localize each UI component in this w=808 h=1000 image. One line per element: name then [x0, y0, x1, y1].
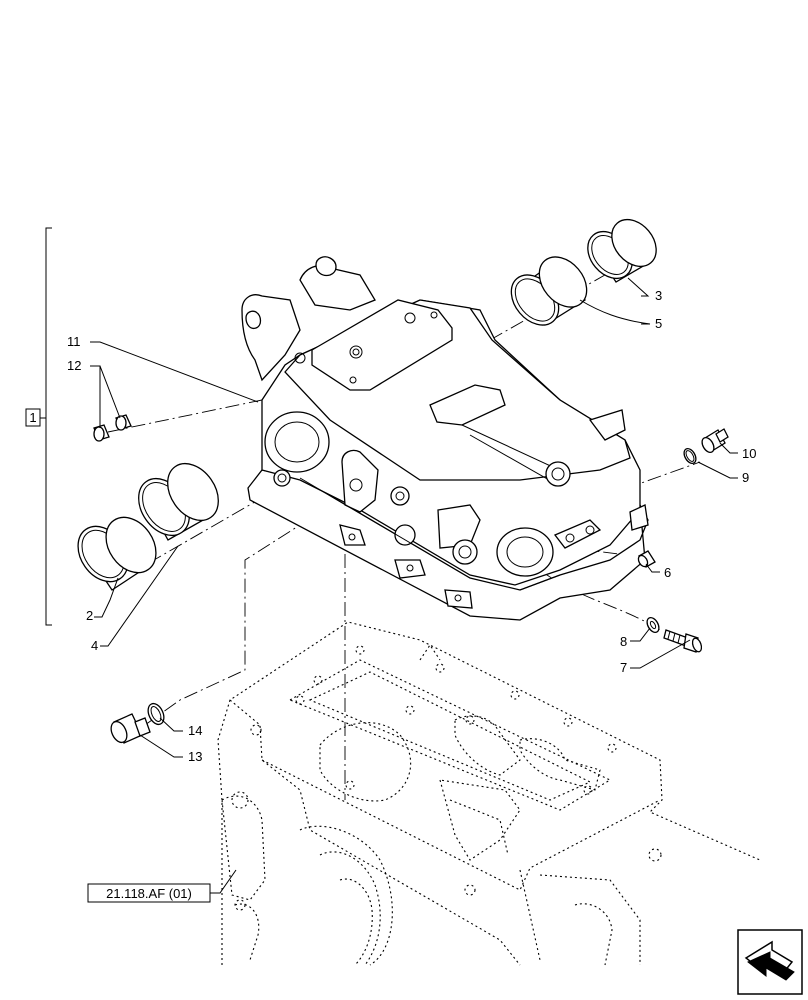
callout-3: 3 — [655, 288, 662, 303]
bushing-left-outer — [77, 516, 157, 591]
callout-5: 5 — [655, 316, 662, 331]
fitting-6 — [637, 550, 656, 568]
bolt-7 — [663, 629, 703, 653]
next-page-arrow-icon[interactable] — [737, 929, 803, 995]
group-bracket: 1 — [25, 227, 52, 626]
plug-13 — [110, 713, 151, 744]
callout-6: 6 — [664, 565, 671, 580]
callout-12: 12 — [67, 358, 81, 373]
bushing-right-outer — [510, 256, 588, 326]
callout-2: 2 — [86, 608, 93, 623]
seal-ring-9 — [683, 447, 697, 465]
callout-14: 14 — [188, 723, 202, 738]
callout-4: 4 — [91, 638, 98, 653]
callouts: 11 12 2 4 3 5 10 9 6 8 7 14 13 — [67, 288, 756, 764]
plug-10 — [701, 428, 729, 454]
callout-10: 10 — [742, 446, 756, 461]
callout-8: 8 — [620, 634, 627, 649]
seal-ring-14 — [147, 702, 165, 726]
callout-13: 13 — [188, 749, 202, 764]
group-label: 1 — [29, 410, 36, 425]
callout-9: 9 — [742, 470, 749, 485]
reference-link[interactable]: 21.118.AF (01) — [87, 883, 211, 903]
leader-lines — [90, 277, 738, 894]
bushing-right-inner — [587, 218, 657, 283]
callout-7: 7 — [620, 660, 627, 675]
transmission-housing — [217, 621, 761, 966]
reference-label[interactable]: 21.118.AF (01) — [106, 886, 192, 901]
bushing-left-inner — [138, 462, 219, 541]
callout-11: 11 — [67, 334, 81, 349]
dowel-pins — [93, 414, 132, 442]
lift-housing — [241, 256, 649, 621]
